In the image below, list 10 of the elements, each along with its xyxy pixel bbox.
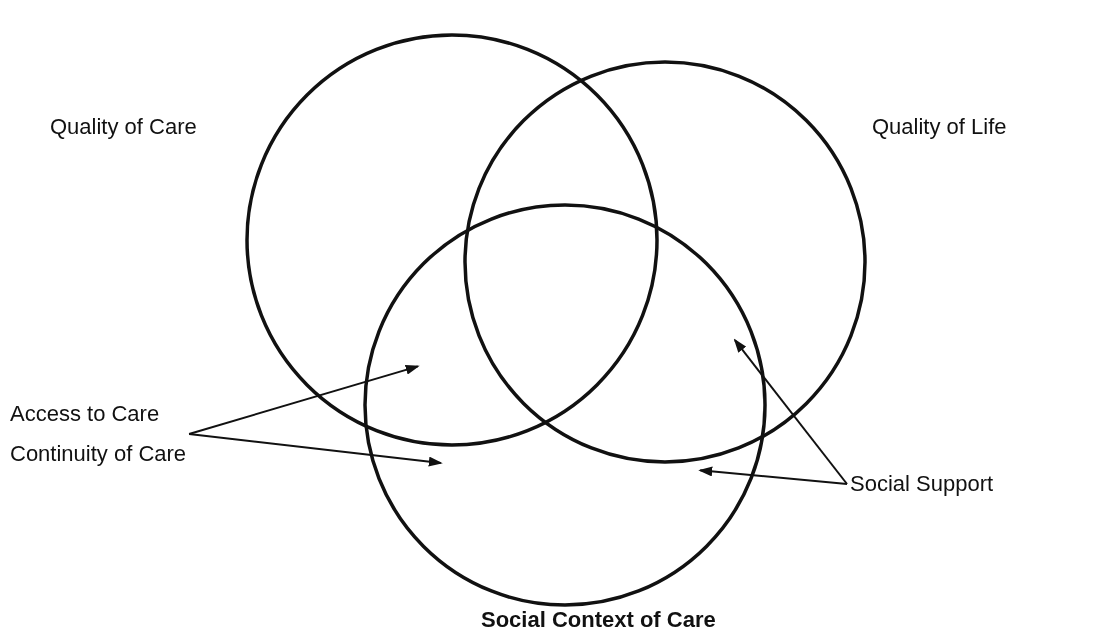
leader-arrow (188, 364, 420, 435)
set-label: Quality of Life (872, 113, 1007, 141)
callout-text: Continuity of Care (10, 440, 187, 468)
leader-arrow (698, 466, 848, 485)
leader-arrow (733, 338, 848, 485)
leader-arrow (188, 433, 443, 467)
callout-text: Social Support (850, 470, 994, 498)
callout-text: Access to Care (10, 400, 160, 428)
set-label: Social Context of Care (481, 606, 716, 634)
set-label: Quality of Care (50, 113, 197, 141)
